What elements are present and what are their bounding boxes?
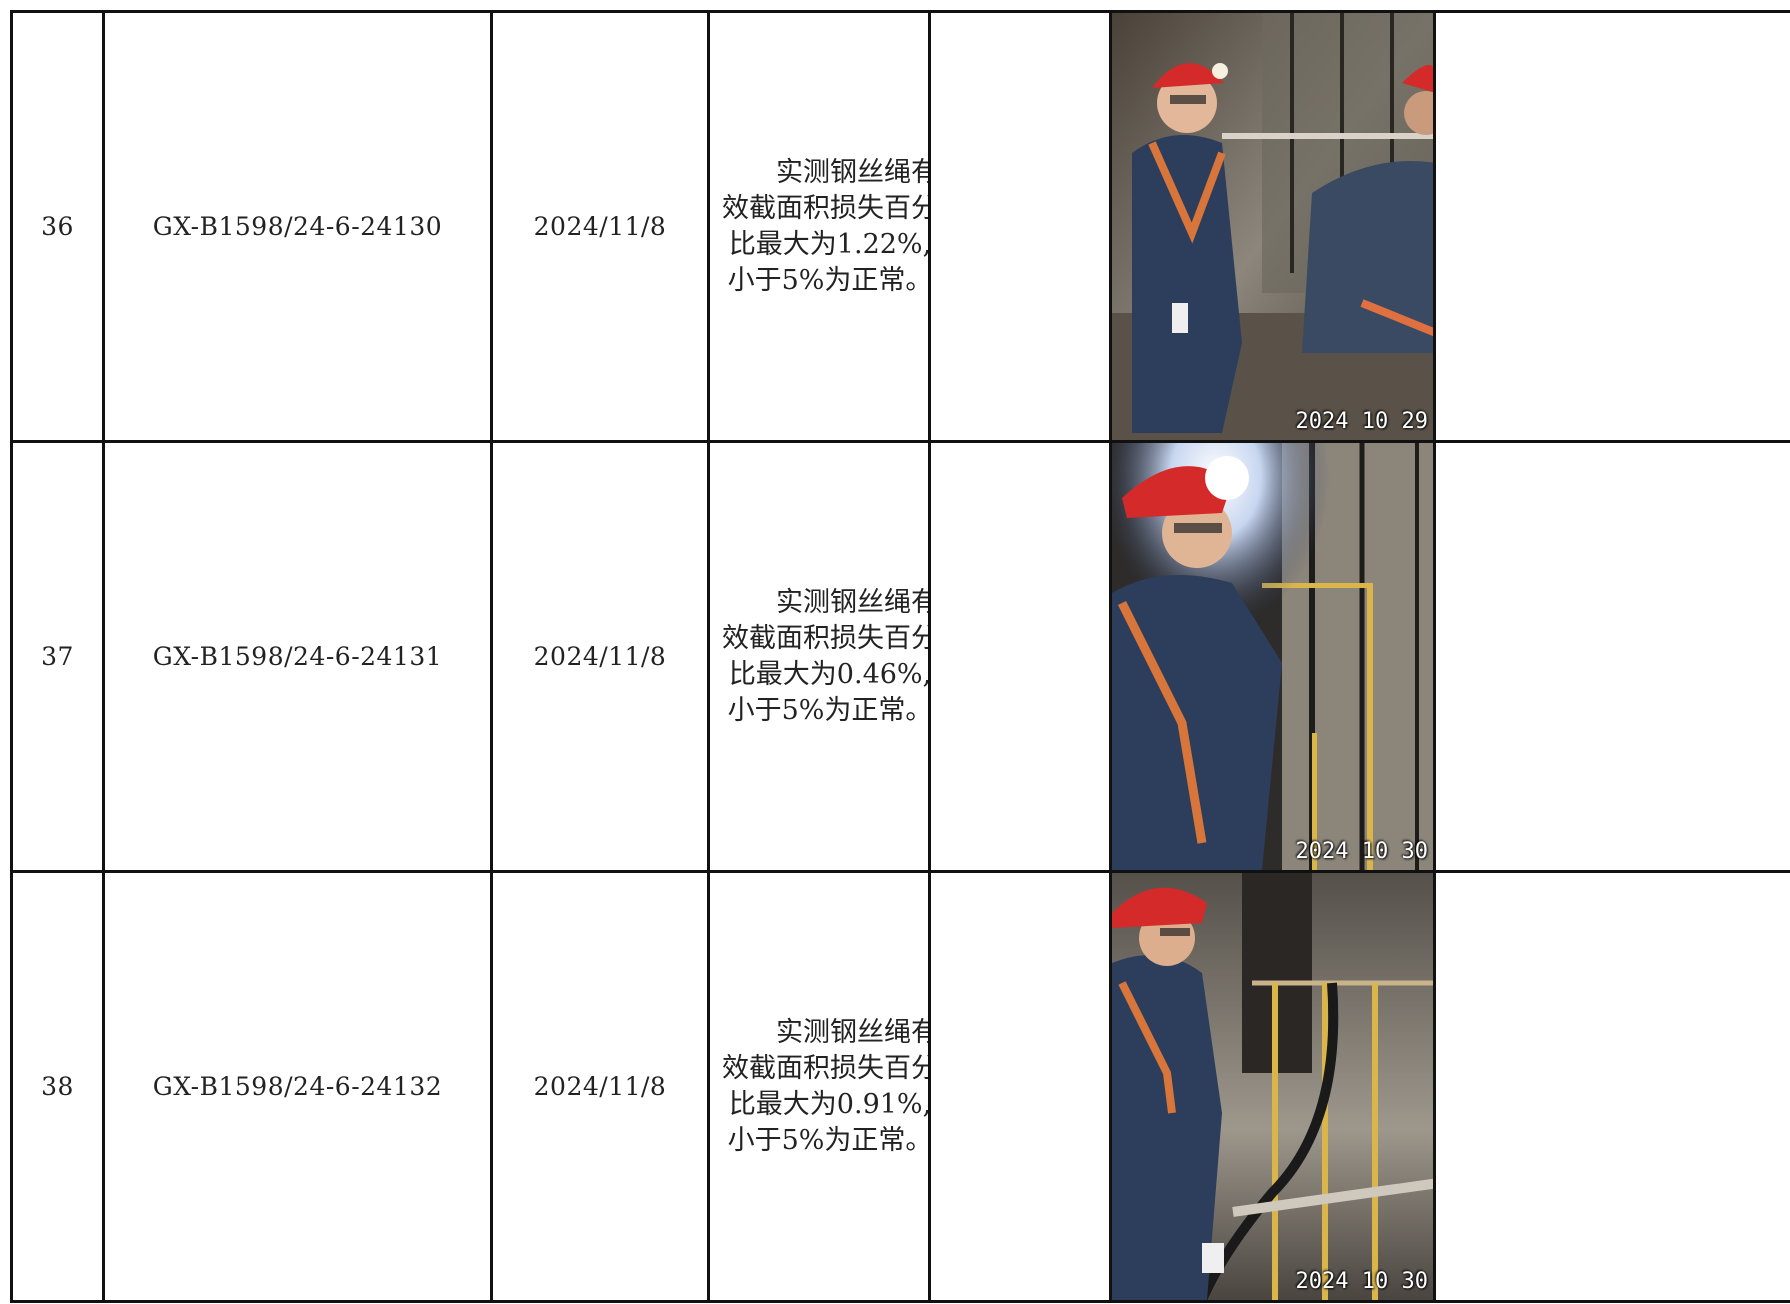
row-index: 36 [41,212,74,241]
row-index-cell: 36 [10,10,105,443]
result-cell: 实测钢丝绳有 效截面积损失百分 比最大为1.22%, 小于5%为正常。 [707,10,931,443]
empty-cell [1433,10,1790,443]
result-line: 比最大为1.22%, [728,228,930,260]
report-code: GX-B1598/24-6-24130 [152,212,443,241]
report-code: GX-B1598/24-6-24131 [152,642,443,671]
worker-photo-illustration [1113,444,1432,869]
inspection-table: 36 GX-B1598/24-6-24130 2024/11/8 实测钢丝绳有 … [10,10,1790,1303]
row-index-cell: 38 [10,870,105,1303]
report-date-cell: 2024/11/8 [490,870,710,1303]
report-date-cell: 2024/11/8 [490,10,710,443]
report-date: 2024/11/8 [533,212,667,241]
result-line: 实测钢丝绳有 [776,586,930,618]
result-cell: 实测钢丝绳有 效截面积损失百分 比最大为0.46%, 小于5%为正常。 [707,440,931,873]
result-line: 比最大为0.91%, [728,1088,930,1120]
result-text: 实测钢丝绳有 效截面积损失百分 比最大为0.46%, 小于5%为正常。 [712,585,930,729]
result-line: 小于5%为正常。 [727,694,930,726]
site-photo: 2024 10 30 [1113,444,1432,869]
report-date: 2024/11/8 [533,642,667,671]
result-line: 小于5%为正常。 [727,1124,930,1156]
table-row: 36 GX-B1598/24-6-24130 2024/11/8 实测钢丝绳有 … [10,10,1790,443]
report-code-cell: GX-B1598/24-6-24132 [102,870,493,1303]
report-date: 2024/11/8 [533,1072,667,1101]
photo-cell: 2024 10 30 [1109,870,1436,1303]
photo-timestamp: 2024 10 29 [1295,409,1428,434]
photo-cell: 2024 10 30 [1109,440,1436,873]
photo-cell: 2024 10 29 [1109,10,1436,443]
report-code-cell: GX-B1598/24-6-24131 [102,440,493,873]
empty-cell [1433,440,1790,873]
result-line: 实测钢丝绳有 [776,1016,930,1048]
result-line: 比最大为0.46%, [728,658,930,690]
result-line: 效截面积损失百分 [722,1052,930,1084]
row-index: 37 [41,642,74,671]
result-line: 小于5%为正常。 [727,264,930,296]
photo-timestamp: 2024 10 30 [1295,839,1428,864]
row-index: 38 [41,1072,74,1101]
report-code: GX-B1598/24-6-24132 [152,1072,443,1101]
table-row: 38 GX-B1598/24-6-24132 2024/11/8 实测钢丝绳有 … [10,870,1790,1303]
site-photo: 2024 10 29 [1113,14,1432,439]
result-line: 效截面积损失百分 [722,622,930,654]
table-row: 37 GX-B1598/24-6-24131 2024/11/8 实测钢丝绳有 … [10,440,1790,873]
row-index-cell: 37 [10,440,105,873]
worker-photo-illustration [1113,14,1432,439]
site-photo: 2024 10 30 [1113,874,1432,1299]
result-text: 实测钢丝绳有 效截面积损失百分 比最大为0.91%, 小于5%为正常。 [712,1015,930,1159]
remark-cell [928,870,1112,1303]
remark-cell [928,440,1112,873]
photo-timestamp: 2024 10 30 [1295,1269,1428,1294]
remark-cell [928,10,1112,443]
report-code-cell: GX-B1598/24-6-24130 [102,10,493,443]
empty-cell [1433,870,1790,1303]
report-date-cell: 2024/11/8 [490,440,710,873]
result-line: 实测钢丝绳有 [776,156,930,188]
result-cell: 实测钢丝绳有 效截面积损失百分 比最大为0.91%, 小于5%为正常。 [707,870,931,1303]
result-line: 效截面积损失百分 [722,192,930,224]
result-text: 实测钢丝绳有 效截面积损失百分 比最大为1.22%, 小于5%为正常。 [712,155,930,299]
worker-photo-illustration [1113,874,1432,1299]
